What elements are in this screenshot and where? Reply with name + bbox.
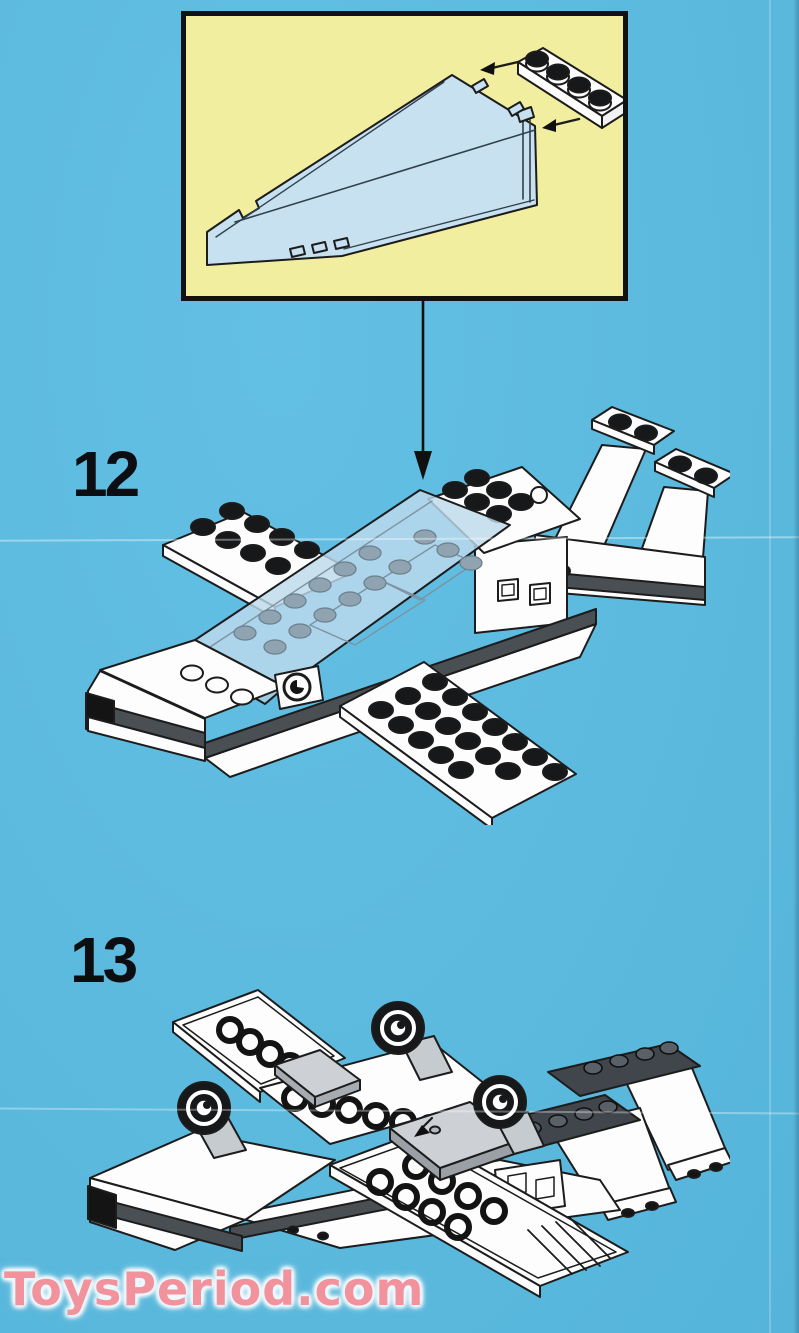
inverted-nose [87,1131,336,1252]
windscreen-part [206,74,538,266]
fold-crease-vertical [769,0,771,1333]
porthole [274,665,324,710]
arrow-left-icon-2 [542,117,581,132]
gray-plate-2x2 [274,1049,361,1108]
callout-illustration [206,47,623,266]
plate-1x4-part [517,47,623,129]
landing-gear [177,1001,545,1159]
step-12-number: 12 [72,438,140,510]
right-wing [339,661,577,825]
airplane-step13-illustration [87,989,730,1298]
step-13-number: 13 [70,924,138,996]
arrow-left-icon-1 [480,60,520,75]
airplane-step12-illustration [85,406,730,825]
nose [85,639,286,762]
callout-box [181,11,628,301]
wheel-1 [177,1081,231,1135]
arrow-down-icon [414,299,432,480]
page-edge-shadow [793,0,799,1333]
watermark-text: ToysPeriod.com [4,1262,425,1316]
right-wing-underside [329,1131,629,1298]
wheel-2 [371,1001,425,1055]
wheel-3 [473,1075,527,1129]
tail-base [534,534,706,606]
tail-fins [551,406,730,572]
small-arrow-icon [414,1116,434,1137]
